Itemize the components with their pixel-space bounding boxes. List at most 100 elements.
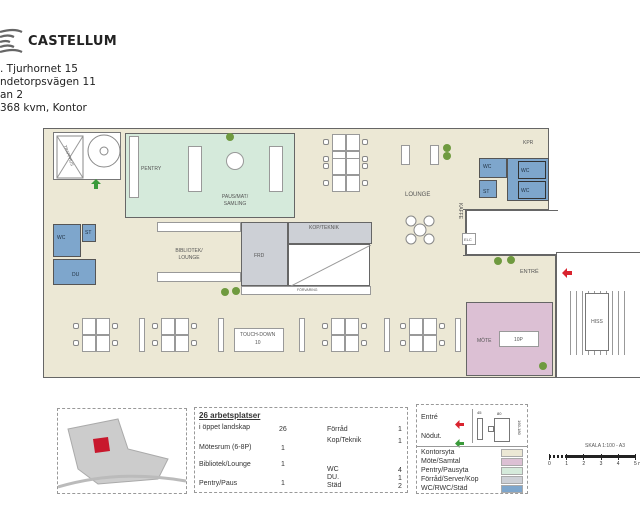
sofa — [401, 145, 410, 165]
scale-tick — [549, 454, 550, 460]
frd-room: FRD — [241, 222, 288, 286]
scale-tick-label: 4 — [616, 461, 620, 467]
scale-tick — [600, 454, 602, 460]
chair — [361, 323, 367, 329]
hiss-label: HISS — [591, 319, 603, 325]
legend: Entré Nödut. 45 80 160-180 Kontorsyta Mö… — [416, 404, 528, 494]
summary-label: Kop/Teknik — [327, 437, 362, 444]
summary-label: i öppet landskap — [199, 424, 250, 431]
meeting-room: MÖTE 10P — [466, 302, 553, 376]
brand-name: CASTELLUM — [28, 34, 118, 49]
chair — [400, 323, 406, 329]
emergency-exit-arrow-icon — [455, 433, 464, 452]
shaft — [288, 244, 372, 288]
pentry-room: PENTRY PAUS/MAT/ SAMLING — [125, 133, 295, 218]
desk — [345, 318, 359, 335]
desk — [423, 335, 437, 352]
desk — [96, 335, 110, 352]
castellum-logo-icon — [0, 28, 24, 56]
summary-label: DU. — [327, 474, 340, 481]
desk-symbol — [477, 418, 483, 440]
desk — [346, 134, 360, 151]
st-label: ST — [483, 189, 490, 195]
desk — [332, 134, 346, 151]
summary-value: 1 — [281, 461, 285, 468]
chair — [323, 180, 329, 186]
wc-label: WC — [57, 235, 66, 241]
chair — [439, 340, 445, 346]
shelf — [384, 318, 390, 352]
summary-value: 26 — [279, 426, 287, 433]
mote-table-label: 10P — [514, 337, 523, 343]
scale-tick-label: 0 — [548, 461, 551, 467]
shelf — [139, 318, 145, 352]
touchdown-label: TOUCH-DOWN — [240, 332, 276, 338]
plant-icon — [232, 287, 240, 295]
desk-symbol — [494, 418, 510, 442]
chair — [323, 139, 329, 145]
summary-label: Bibliotek/Lounge — [199, 461, 251, 468]
legend-item-label: Möte/Samtal — [421, 458, 461, 465]
frd-label: FRD — [254, 253, 265, 259]
scale-tick-label: 5 m — [634, 461, 640, 467]
scale-title: SKALA 1:100 - A3 — [585, 443, 626, 449]
pentry-label: PENTRY — [141, 166, 162, 172]
legend-item-label: WC/RWC/Städ — [421, 485, 468, 492]
wc-label: WC — [521, 168, 530, 174]
legend-swatch — [501, 467, 523, 475]
plant-icon — [539, 362, 547, 370]
summary-label: Städ — [327, 482, 342, 489]
legend-swatch — [501, 449, 523, 457]
storage-cabinets: FÖRVARING — [241, 286, 371, 295]
elc-cabinet: ELC — [462, 233, 476, 245]
chair — [112, 323, 118, 329]
scale-tick-label: 2 — [582, 461, 586, 467]
desk — [331, 335, 345, 352]
shelf — [299, 318, 305, 352]
wc-label: WC — [521, 188, 530, 194]
address-line: . Tjurhornet 15 — [0, 63, 78, 75]
scale-bar: SKALA 1:100 - A3 0 1 2 3 4 5 m — [545, 443, 640, 475]
desk — [82, 335, 96, 352]
plant-icon — [507, 256, 515, 264]
chair — [362, 139, 368, 145]
bookshelf — [157, 272, 241, 282]
floor-plan: HISS TRAPPHUS PENTRY PAUS/MAT/ SAMLING W… — [43, 128, 640, 378]
legend-swatch — [501, 458, 523, 466]
scale-tick — [566, 454, 568, 460]
legend-nodut: Nödut. — [421, 433, 442, 440]
plant-icon — [443, 144, 451, 152]
chair — [73, 340, 79, 346]
address-line: 368 kvm, Kontor — [0, 102, 87, 114]
desk — [345, 335, 359, 352]
plant-icon — [221, 288, 229, 296]
st-label: ST — [85, 230, 92, 236]
chair — [322, 340, 328, 346]
dimension-label: 80 — [497, 411, 502, 416]
plant-icon — [494, 257, 502, 265]
chair — [191, 340, 197, 346]
lounge-label: LOUNGE — [405, 192, 431, 198]
legend-item-label: Kontorsyta — [421, 449, 455, 456]
address-line: ndetorpsvägen 11 — [0, 76, 96, 88]
summary-label: Mötesrum (6-8P) — [199, 444, 252, 451]
chair — [361, 340, 367, 346]
summary-value: 1 — [398, 438, 402, 445]
bookshelf — [157, 222, 241, 232]
entry-arrow-icon — [455, 414, 464, 433]
kop-label: KOP/TEKNIK — [309, 225, 340, 231]
desk — [346, 158, 360, 175]
stairwell-west: TRAPPHUS — [53, 132, 121, 180]
summary-value: 1 — [281, 445, 285, 452]
dimension-label: 160-180 — [516, 420, 522, 435]
desk — [332, 175, 346, 192]
entry-arrow-icon — [562, 263, 572, 282]
chair — [112, 340, 118, 346]
kaffe-label: KAFFE — [457, 202, 464, 220]
summary-table: 26 arbetsplatser i öppet landskap 26 Möt… — [194, 407, 408, 493]
chair — [323, 156, 329, 162]
desk — [161, 335, 175, 352]
scale-tick-label: 3 — [599, 461, 603, 467]
entre-label: ENTRÉ — [520, 269, 539, 275]
lounge-table — [405, 215, 435, 245]
